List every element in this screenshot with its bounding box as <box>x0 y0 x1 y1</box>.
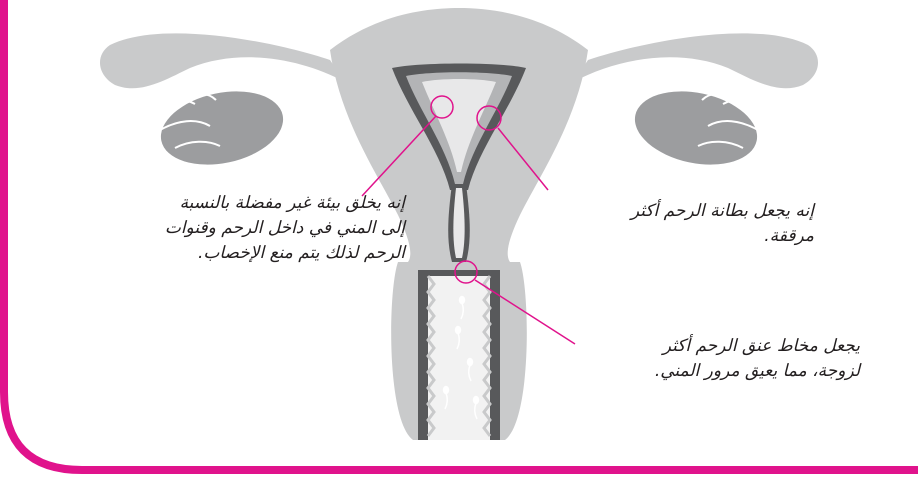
cervical-canal-inner <box>453 188 464 258</box>
annotation-line: إنه يجعل بطانة الرحم أكثر <box>631 199 814 224</box>
annotation-hostile-environment: إنه يخلق بيئة غير مفضلة بالنسبة إلى المن… <box>165 191 405 266</box>
right-ovary <box>628 81 764 175</box>
annotation-line: مرققة. <box>631 224 814 249</box>
annotation-line: إنه يخلق بيئة غير مفضلة بالنسبة <box>165 191 405 216</box>
left-ovary <box>154 81 290 175</box>
annotation-thin-lining: إنه يجعل بطانة الرحم أكثر مرققة. <box>631 199 814 249</box>
annotation-line: لزوجة، مما يعيق مرور المني. <box>655 359 860 384</box>
annotation-thick-mucus: يجعل مخاط عنق الرحم أكثر لزوجة، مما يعيق… <box>655 334 860 384</box>
annotation-line: إلى المني في داخل الرحم وقنوات <box>165 216 405 241</box>
left-fallopian-tube <box>100 33 345 88</box>
annotation-line: يجعل مخاط عنق الرحم أكثر <box>655 334 860 359</box>
right-fallopian-tube <box>573 33 818 88</box>
annotation-line: الرحم لذلك يتم منع الإخصاب. <box>165 241 405 266</box>
